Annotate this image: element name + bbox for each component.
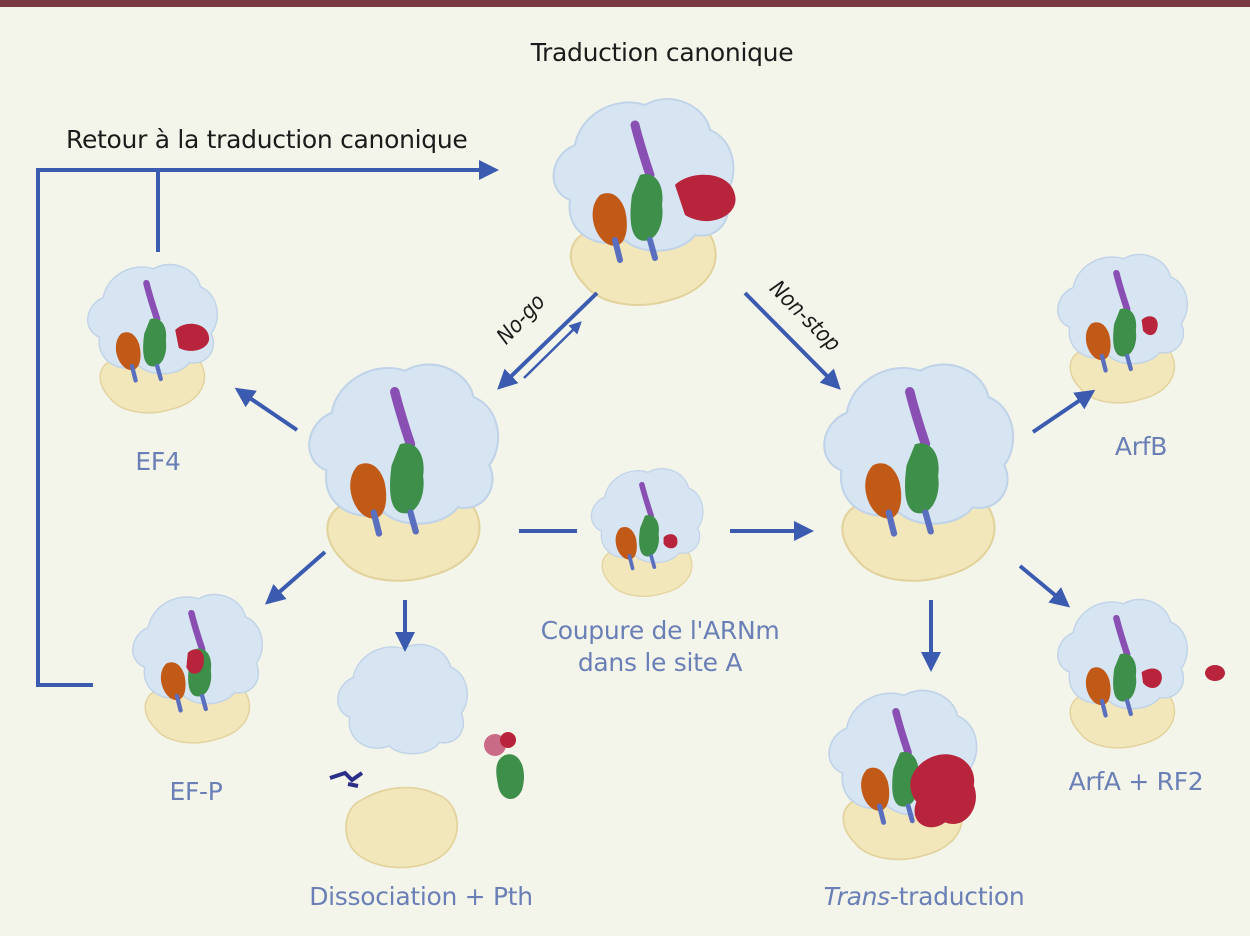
arrow-to-ef4 [234,387,299,432]
label-ef4: EF4 [135,447,181,476]
label-efp: EF-P [169,777,223,806]
ribosome-stalled-nogo [309,364,498,580]
ribosome-arfb [1058,254,1188,402]
ribosome-arfa-rf2 [1058,599,1188,747]
released-factor [1205,665,1225,681]
loop-left-line [36,160,499,687]
dissociated-small-subunit [337,643,468,755]
label-cleavage: Coupure de l'ARNm dans le site A [541,615,780,679]
ribosome-stalled-nonstop [824,364,1013,580]
arrow-no-go-reverse [523,321,582,379]
released-mrna [329,770,364,788]
label-cleavage-line1: Coupure de l'ARNm [540,616,780,645]
arrow-no-go [497,291,599,390]
arrow-non-stop [743,291,841,390]
top-border [0,0,1250,7]
ribosome-ef4 [88,264,218,412]
label-arfa-rf2: ArfA + RF2 [1068,767,1204,796]
label-cleavage-line2: dans le site A [577,648,743,677]
released-trna [484,732,525,800]
label-trans-rest: -traduction [889,882,1025,911]
label-dissociation: Dissociation + Pth [309,882,533,911]
label-arfb: ArfB [1114,432,1168,461]
ribosome-trans [829,690,976,859]
ribosome-cleavage [591,469,703,597]
arrow-to-arfa [1018,564,1071,608]
label-trans-italic: Trans [823,882,891,911]
dissociated-large-subunit [345,786,458,869]
ribosome-efp [133,594,263,742]
arrow-to-efp [264,550,327,605]
ribosome-canonical [554,99,736,305]
label-trans-translation: Trans-traduction [824,882,1025,911]
label-canonical: Traduction canonique [530,38,794,67]
arrow-to-arfb [1031,389,1096,434]
label-return-canonical: Retour à la traduction canonique [66,125,468,154]
